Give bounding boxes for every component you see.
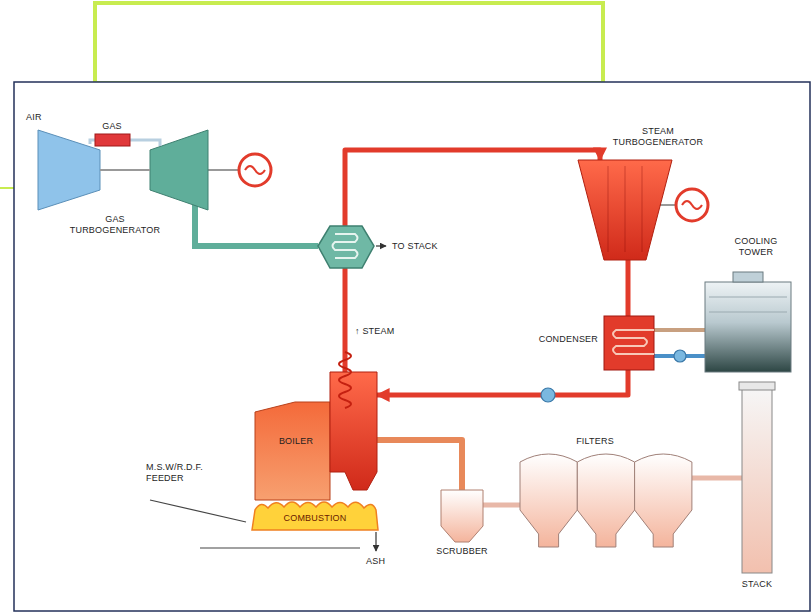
component-label: FILTERS <box>560 436 630 447</box>
boiler-pass <box>330 372 377 490</box>
pump-symbol <box>541 388 555 402</box>
filters: FILTERS <box>520 452 692 547</box>
tower-body <box>705 282 791 372</box>
component-label: STEAM TURBOGENERATOR <box>608 126 708 148</box>
scrubber-vessel <box>441 490 483 542</box>
feeder-chute <box>150 500 246 522</box>
stack: STACK <box>742 388 772 573</box>
gas-turbogenerator: GAS TURBOGENERATOR <box>38 128 208 212</box>
flow-arrow <box>375 532 376 551</box>
cooling-tower: COOLING TOWER <box>705 272 791 372</box>
generator-shaft <box>660 204 676 206</box>
flow-arrow <box>376 245 386 246</box>
generator-shaft <box>208 169 238 171</box>
louvre <box>709 312 787 313</box>
plant-label: ASH <box>366 556 396 567</box>
heat-exchanger <box>318 226 374 268</box>
turbine-stage <box>608 166 609 252</box>
pump-symbol <box>674 350 686 362</box>
filter-unit <box>577 454 634 547</box>
condenser-shape <box>604 316 654 370</box>
pipe-connector <box>626 260 631 316</box>
exchanger-coil <box>333 234 358 258</box>
pipe-connector <box>377 440 462 490</box>
plant-label: M.S.W/R.D.F. FEEDER <box>146 462 238 484</box>
accent-line <box>0 187 14 189</box>
turbine-stage <box>642 166 643 252</box>
generator-symbol <box>676 189 708 221</box>
generator-wave <box>245 166 265 174</box>
combustion-flame: COMBUSTION <box>252 500 378 530</box>
coil <box>339 352 351 408</box>
stack-cap <box>739 382 775 390</box>
component-label: STACK <box>722 579 792 590</box>
condenser-coil <box>613 330 654 354</box>
generator-wave <box>682 201 702 209</box>
pipe-connector <box>345 150 600 372</box>
component-label: BOILER <box>265 436 327 447</box>
title-frame <box>95 3 603 83</box>
turbine-stage <box>625 166 626 252</box>
grate-line <box>200 547 360 548</box>
steam-turbogenerator-shape <box>578 160 672 260</box>
combustor <box>95 134 130 146</box>
scrubber-shape <box>441 490 483 542</box>
stack-column <box>742 388 772 573</box>
component-label: COMBUSTION <box>252 513 378 524</box>
pipe-label: ↑ STEAM <box>353 326 396 337</box>
figure-frame <box>14 82 810 611</box>
steam-turbogenerator: STEAM TURBOGENERATOR <box>578 160 672 260</box>
condenser-shell <box>604 316 654 370</box>
plant-label: TO STACK <box>392 241 462 252</box>
steam-turbine <box>578 160 672 260</box>
stack-shape <box>742 388 772 573</box>
boiler-shape <box>255 372 377 500</box>
boiler: BOILER <box>255 372 377 500</box>
component-label: GAS TURBOGENERATOR <box>60 214 170 236</box>
pipe-connector <box>654 328 705 332</box>
pipe-connector <box>483 503 520 508</box>
flame <box>252 502 378 530</box>
pipe-connector <box>692 476 742 481</box>
louvre <box>709 297 787 298</box>
furnace <box>255 402 330 500</box>
filter-unit <box>635 454 692 547</box>
component-label: COOLING TOWER <box>721 236 791 258</box>
condenser: CONDENSER <box>604 316 654 370</box>
exhaust-pipe <box>195 200 318 246</box>
shaft <box>100 169 150 171</box>
gas-turbogenerator-shape <box>38 128 208 212</box>
generator-symbol <box>239 154 271 186</box>
component-label: SCRUBBER <box>427 546 497 557</box>
tower-fan <box>733 272 763 282</box>
scrubber: SCRUBBER <box>441 490 483 542</box>
plant-label: AIR <box>26 112 56 123</box>
pipe-connector <box>377 370 628 395</box>
component-label: CONDENSER <box>512 334 598 345</box>
filter-unit <box>520 454 577 547</box>
cooling-tower-shape <box>705 272 791 372</box>
filters-shape <box>520 452 692 547</box>
plant-label: GAS <box>92 121 132 132</box>
